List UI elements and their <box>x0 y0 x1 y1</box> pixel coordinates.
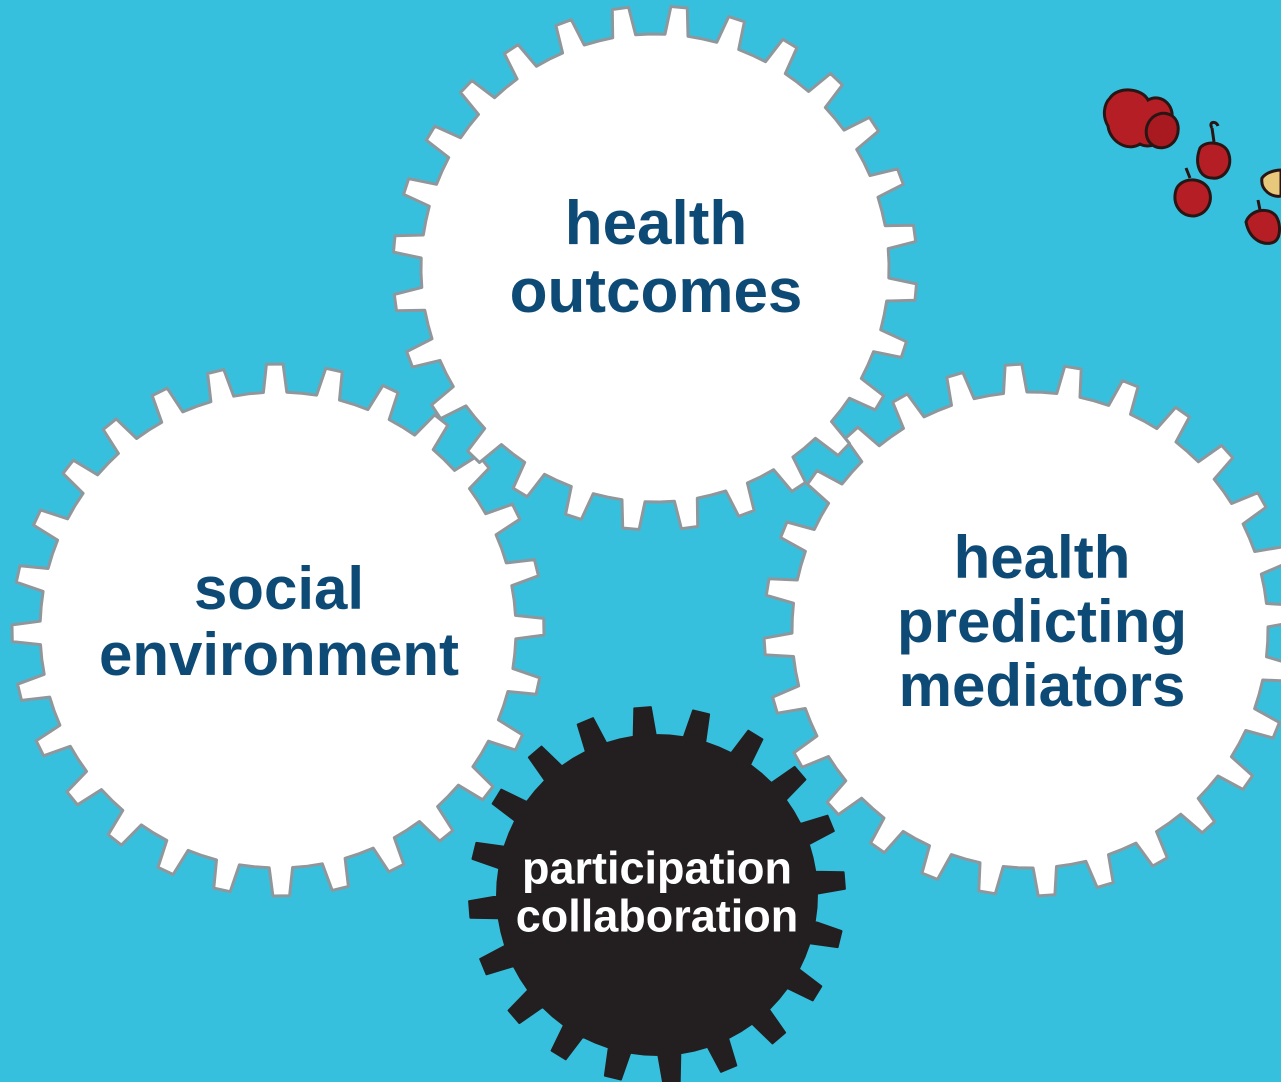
apple-bite-shape <box>1260 168 1281 198</box>
apple-stem <box>1209 120 1220 143</box>
gear-social-environment <box>10 362 546 898</box>
gear-health-predicting-mediators <box>762 362 1281 898</box>
health-outcomes-label: health outcomes <box>510 187 803 329</box>
apples-icon <box>1102 88 1281 245</box>
gear-participation-collaboration <box>468 706 846 1082</box>
mediators-line3: mediators <box>898 652 1186 719</box>
gear-mediators-shape <box>762 362 1281 898</box>
gear-participation-shape <box>468 706 846 1082</box>
health-outcomes-line2: outcomes <box>509 257 803 326</box>
participation-line1: participation <box>521 842 793 894</box>
mediators-line1: health <box>953 524 1131 591</box>
mediators-line2: predicting <box>896 588 1188 655</box>
health-predicting-mediators-label: health predicting mediators <box>897 524 1187 720</box>
apple-shape <box>1196 141 1232 180</box>
social-environment-line1: social <box>193 555 365 622</box>
apple-stem <box>1256 199 1262 211</box>
apple-shape <box>1173 178 1212 218</box>
gear-health-outcomes <box>392 5 918 531</box>
gear-outcomes-shape <box>392 5 918 531</box>
social-environment-label: social environment <box>99 553 459 691</box>
health-outcomes-line1: health <box>564 189 748 258</box>
social-environment-line2: environment <box>98 621 460 688</box>
participation-line2: collaboration <box>515 890 799 942</box>
apple-stem <box>1184 167 1192 179</box>
gear-social-shape <box>10 362 546 898</box>
participation-collaboration-label: participation collaboration <box>516 843 799 942</box>
apple-shape <box>1144 111 1180 150</box>
apple-shape <box>1244 208 1281 245</box>
